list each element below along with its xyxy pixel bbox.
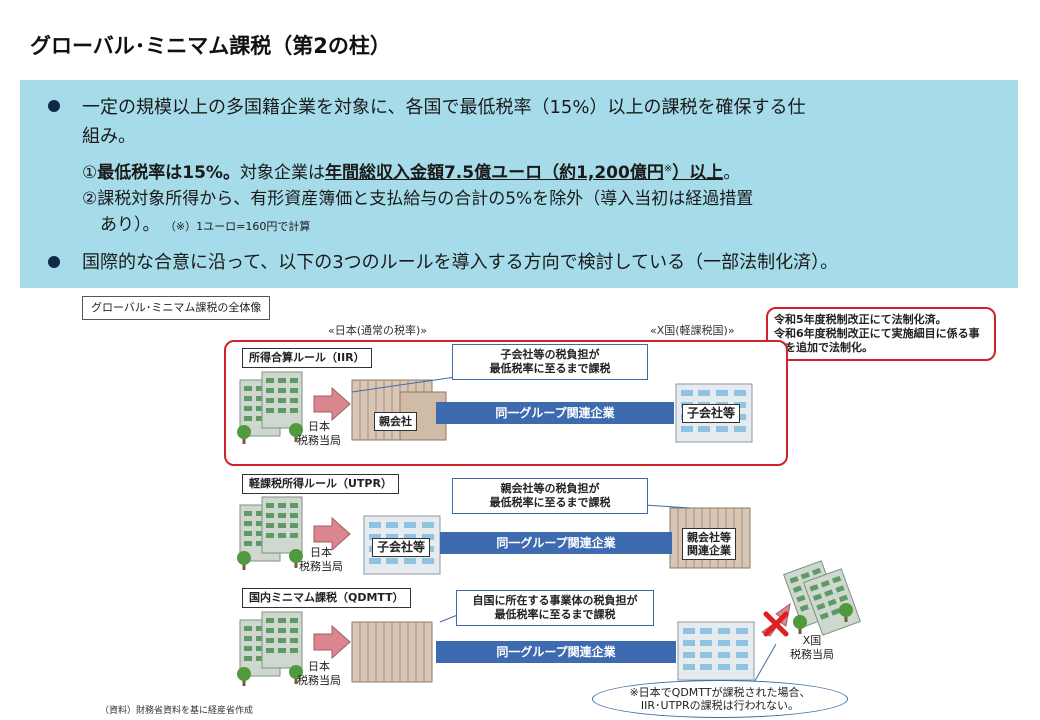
summary-bullet2: 国際的な合意に沿って、以下の3つのルールを導入する方向で検討している（一部法制化… xyxy=(82,252,839,273)
utpr-callout-line1: 親会社等の税負担が xyxy=(500,482,600,495)
item1-threshold: 年間総収入金額7.5億ユーロ（約1,200億円 xyxy=(324,163,664,183)
summary-item2-line1: ②課税対象所得から、有形資産簿価と支払給与の合計の5%を除外（導入当初は経過措置 xyxy=(82,189,754,209)
rule-title-utpr: 軽課税所得ルール（UTPR） xyxy=(242,474,399,494)
office-building-icon xyxy=(677,621,755,681)
iir-group-band: 同一グループ関連企業 xyxy=(436,402,674,424)
qdmtt-japan-authority: 日本 税務当局 xyxy=(294,660,344,688)
office-building-icon xyxy=(237,496,303,570)
utpr-group-band: 同一グループ関連企業 xyxy=(440,532,672,554)
qdmtt-authority-line1: 日本 xyxy=(308,660,330,673)
iir-callout: 子会社等の税負担が 最低税率に至るまで課税 xyxy=(452,344,648,380)
qdmtt-callout-line2: 最低税率に至るまで課税 xyxy=(494,608,616,621)
item1-end: 。 xyxy=(723,163,741,183)
header-x-country: «X国(軽課税国)» xyxy=(650,324,735,337)
summary-item2-line2: あり）。 （※）1ユーロ=160円で計算 xyxy=(100,210,310,235)
x-authority-line2: 税務当局 xyxy=(790,648,834,661)
utpr-japan-authority: 日本 税務当局 xyxy=(296,546,346,574)
overview-label: グローバル･ミニマム課税の全体像 xyxy=(82,296,271,320)
iir-authority-line2: 税務当局 xyxy=(297,434,341,447)
rule-title-qdmtt: 国内ミニマム課税（QDMTT） xyxy=(242,588,411,608)
item2-line2: あり）。 xyxy=(100,215,160,235)
item1-rate: 最低税率は15%。 xyxy=(97,163,240,183)
summary-panel: 一定の規模以上の多国籍企業を対象に、各国で最低税率（15%）以上の課税を確保する… xyxy=(20,80,1018,288)
summary-item1: ①最低税率は15%。対象企業は年間総収入金額7.5億ユーロ（約1,200億円※）… xyxy=(82,158,740,183)
arrow-right-icon xyxy=(313,516,351,552)
item2-note: （※）1ユーロ=160円で計算 xyxy=(164,220,311,233)
office-building-icon xyxy=(783,560,861,636)
bullet-icon xyxy=(48,100,60,112)
iir-japan-authority: 日本 税務当局 xyxy=(294,420,344,448)
rule-title-iir: 所得合算ルール（IIR） xyxy=(242,348,372,368)
qdmtt-callout: 自国に所在する事業体の税負担が 最低税率に至るまで課税 xyxy=(456,590,654,626)
office-building-icon xyxy=(351,621,433,683)
qdmtt-note: ※日本でQDMTTが課税された場合、 IIR･UTPRの課税は行われない。 xyxy=(592,680,848,718)
qdmtt-group-band: 同一グループ関連企業 xyxy=(436,641,676,663)
utpr-parent-tag-line1: 親会社等 xyxy=(687,531,731,544)
utpr-parent-tag-line2: 関連企業 xyxy=(687,544,731,557)
qdmtt-note-line2: IIR･UTPRの課税は行われない。 xyxy=(640,699,800,712)
item1-prefix: ① xyxy=(82,163,98,183)
cross-mark-icon xyxy=(763,611,789,637)
iir-callout-line2: 最低税率に至るまで課税 xyxy=(489,362,611,375)
utpr-callout: 親会社等の税負担が 最低税率に至るまで課税 xyxy=(452,478,648,514)
iir-subsidiary-tag: 子会社等 xyxy=(682,404,741,423)
utpr-subsidiary-tag: 子会社等 xyxy=(372,538,431,557)
arrow-right-icon xyxy=(313,386,351,422)
item1-mark: ※ xyxy=(663,163,673,175)
summary-bullet1-line1: 一定の規模以上の多国籍企業を対象に、各国で最低税率（15%）以上の課税を確保する… xyxy=(82,97,806,118)
arrow-right-icon xyxy=(313,624,351,660)
bullet-icon xyxy=(48,256,60,268)
utpr-authority-line1: 日本 xyxy=(310,546,332,559)
iir-callout-line1: 子会社等の税負担が xyxy=(500,348,600,361)
item1-threshold-end: ）以上 xyxy=(672,163,724,183)
iir-parent-tag: 親会社 xyxy=(374,412,417,431)
legal-status-note: 令和5年度税制改正にて法制化済。 令和6年度税制改正にて実施細目に係る事 項を追… xyxy=(766,307,996,361)
source-note: （資料）財務省資料を基に経産省作成 xyxy=(100,706,254,716)
x-country-authority: X国 税務当局 xyxy=(784,634,840,662)
office-building-icon xyxy=(351,379,447,441)
legal-note-line3: 項を追加で法制化。 xyxy=(774,341,873,354)
summary-bullet1-line2: 組み。 xyxy=(82,126,136,147)
legal-note-line1: 令和5年度税制改正にて法制化済。 xyxy=(774,313,947,326)
page-title: グローバル･ミニマム課税（第2の柱） xyxy=(30,34,391,58)
header-japan: «日本(通常の税率)» xyxy=(328,324,428,337)
x-authority-line1: X国 xyxy=(802,634,822,647)
legal-note-line2: 令和6年度税制改正にて実施細目に係る事 xyxy=(774,327,980,340)
qdmtt-callout-line1: 自国に所在する事業体の税負担が xyxy=(472,594,638,607)
iir-authority-line1: 日本 xyxy=(308,420,330,433)
qdmtt-authority-line2: 税務当局 xyxy=(297,674,341,687)
utpr-parent-tag: 親会社等 関連企業 xyxy=(682,528,736,560)
item1-mid: 対象企業は xyxy=(239,163,325,183)
utpr-callout-line2: 最低税率に至るまで課税 xyxy=(489,496,611,509)
utpr-authority-line2: 税務当局 xyxy=(299,560,343,573)
qdmtt-note-line1: ※日本でQDMTTが課税された場合、 xyxy=(629,686,811,699)
